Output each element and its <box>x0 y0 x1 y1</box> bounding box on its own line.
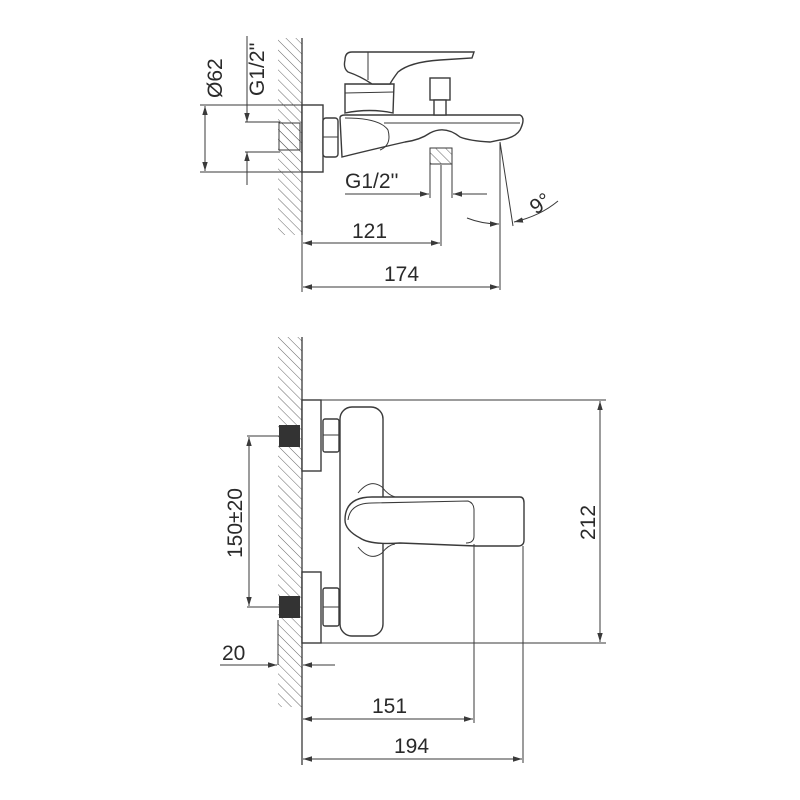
total-depth-label: 194 <box>394 735 429 758</box>
top-view: Ø62 G1/2'' G1/2'' <box>200 36 559 292</box>
spout-body <box>339 114 524 158</box>
angle-label: 9° <box>526 189 556 219</box>
inlet-spacing-label: 150±20 <box>224 488 247 558</box>
inlet-thread-label: G1/2'' <box>246 42 269 96</box>
height-label: 212 <box>577 505 600 540</box>
wall-depth-label: 20 <box>222 642 245 665</box>
handle-collar <box>357 483 396 498</box>
lever-handle <box>344 496 525 547</box>
wall-hatch <box>278 337 302 707</box>
front-view: 212 150±20 20 151 194 <box>220 337 606 765</box>
outlet-thread <box>429 147 453 165</box>
outlet-distance-label: 121 <box>352 220 387 243</box>
wall-flange-top <box>301 399 322 472</box>
outlet-thread-label: G1/2'' <box>345 170 399 193</box>
spout-length-label: 174 <box>384 263 419 286</box>
handle-collar <box>357 543 396 557</box>
angle-line <box>499 141 514 227</box>
diverter-knob <box>429 77 451 101</box>
lever-reach-label: 151 <box>372 695 407 718</box>
lever-handle <box>343 51 475 85</box>
angle-arc <box>466 217 500 227</box>
diverter-stem <box>433 99 447 116</box>
wall-flange-bottom <box>301 571 322 644</box>
inlet-thread-bottom <box>279 596 300 618</box>
inlet-thread <box>278 122 301 151</box>
inlet-thread-top <box>279 425 300 447</box>
angle-arc <box>513 200 559 223</box>
cartridge-contour <box>344 91 395 94</box>
flange-diameter-label: Ø62 <box>204 58 227 98</box>
lever-contour <box>347 500 475 544</box>
spout-contour <box>344 117 390 151</box>
wall-flange <box>301 104 324 173</box>
cartridge-body <box>344 83 395 114</box>
